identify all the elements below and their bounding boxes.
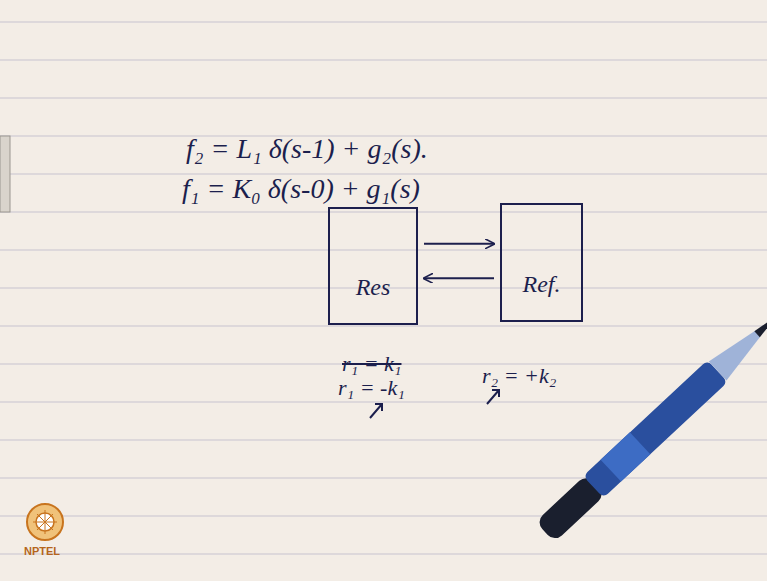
process-box: Ref. [500,203,583,322]
box-label: Res [350,274,397,323]
process-box: Res [328,207,418,325]
page-tab [0,136,10,212]
struck-equation: r₁ = k₁ [342,352,401,376]
equation: r₁ = -k₁ [338,376,405,400]
flow-arrow [424,277,494,279]
equation: f₁ = K₀ δ(s-0) + g₁(s) [182,174,420,205]
box-label: Ref. [517,271,567,320]
equation: r₂ = +k₂ [482,364,556,388]
logo-text: NPTEL [24,545,60,557]
pen [535,304,767,543]
flow-arrow [424,243,494,245]
nptel-logo [27,504,63,540]
equation: f₂ = L₁ δ(s-1) + g₂(s). [186,134,428,165]
ruled-lines [0,22,767,554]
